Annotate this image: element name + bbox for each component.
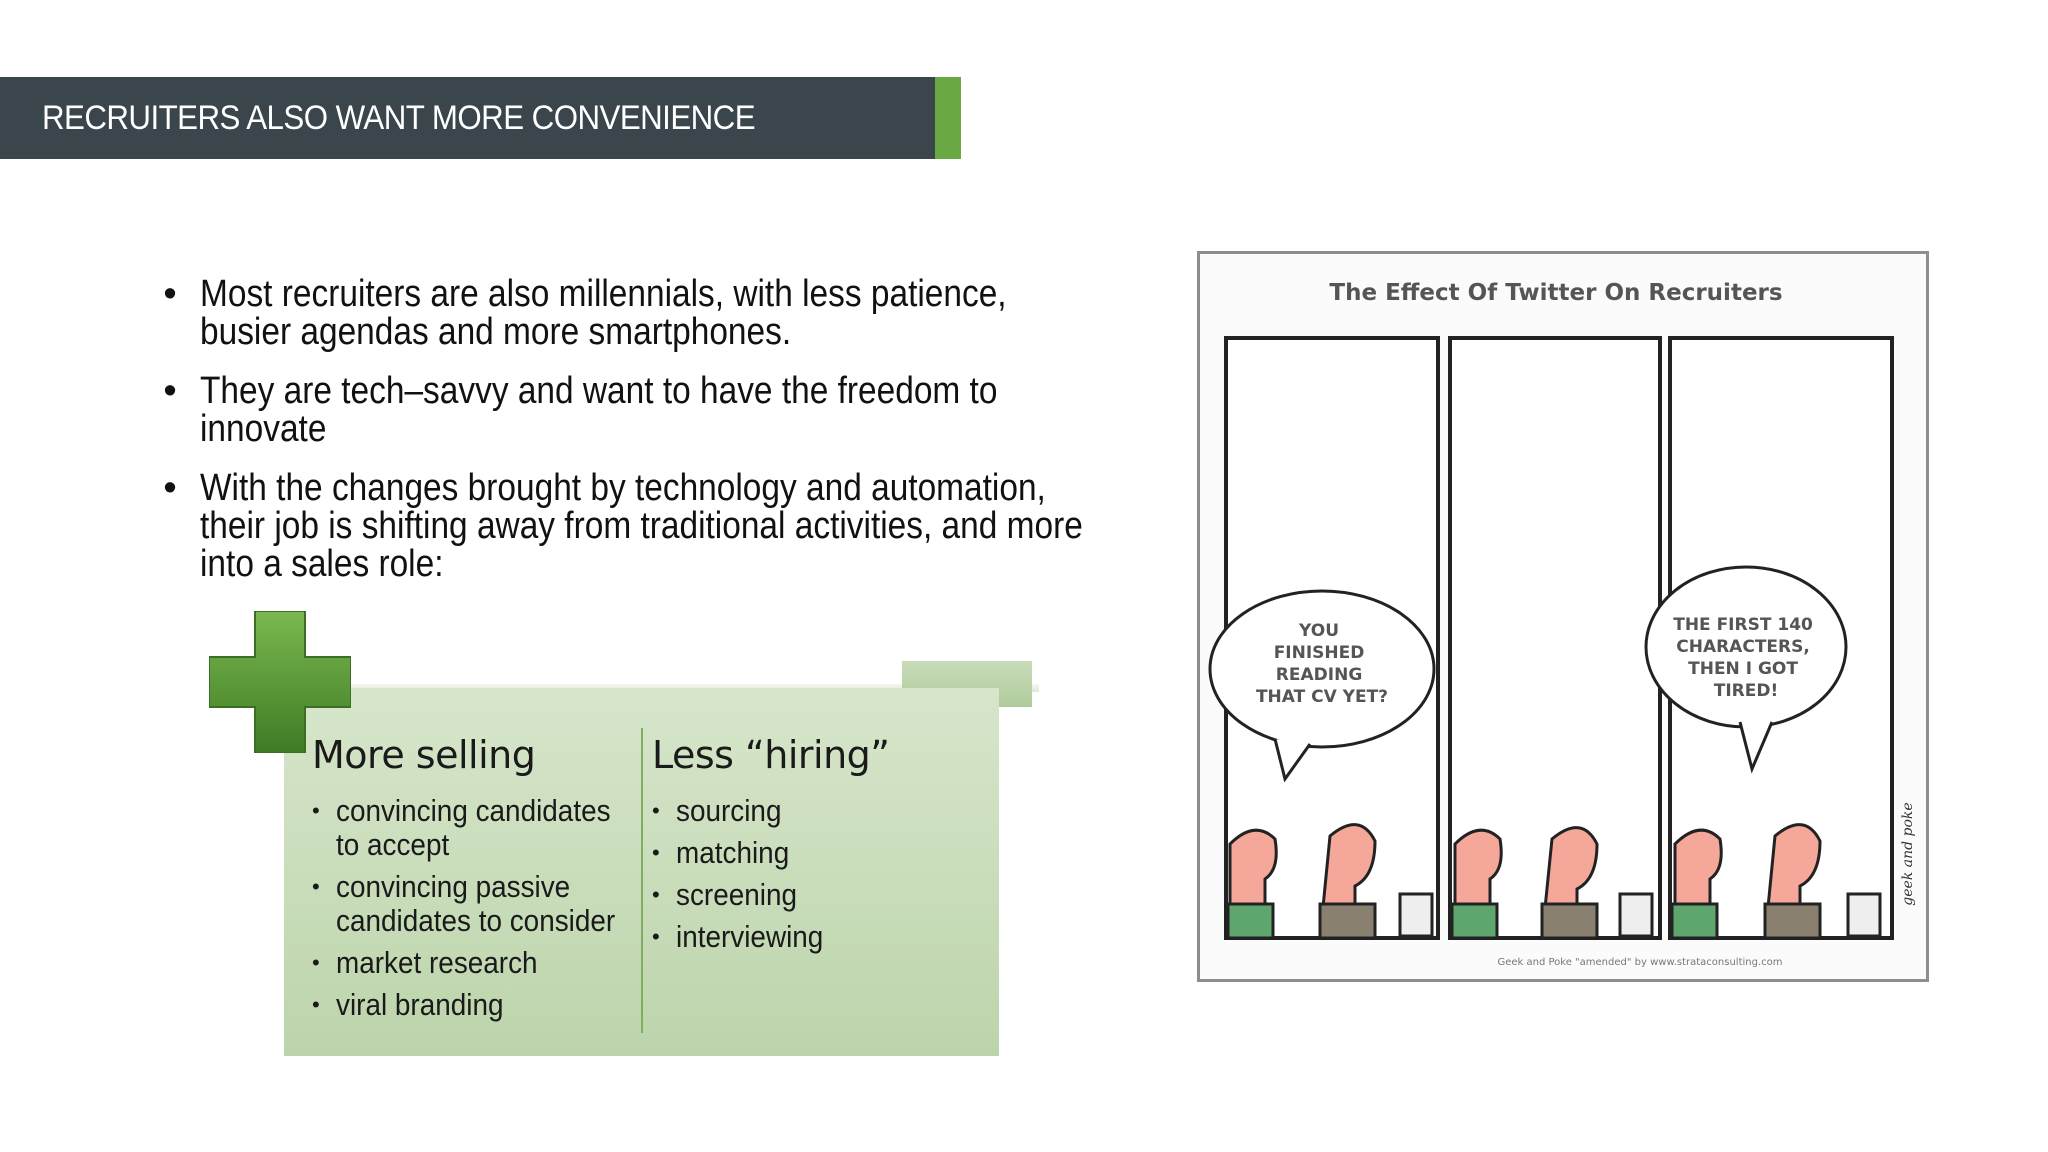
title-accent-bar <box>935 77 961 159</box>
bubble-line: THE FIRST 140 <box>1673 615 1813 635</box>
list-item: •matching <box>652 835 790 870</box>
slide-title: RECRUITERS ALSO WANT MORE CONVENIENCE <box>42 99 756 137</box>
list-item: •screening <box>652 877 797 912</box>
comic-characters <box>1226 823 1882 940</box>
main-bullet-list: •Most recruiters are also millennials, w… <box>158 275 1118 604</box>
list-item: •interviewing <box>652 919 824 954</box>
list-item: •market research <box>312 945 538 980</box>
bubble-line: YOU <box>1298 621 1339 641</box>
bubble-line: FINISHED <box>1274 643 1365 663</box>
comic-signature: geek and poke <box>1900 802 1916 905</box>
speech-bubble-right: THE FIRST 140 CHARACTERS, THEN I GOT TIR… <box>1644 565 1848 774</box>
list-item: •viral branding <box>312 987 504 1022</box>
column-divider <box>641 728 643 1033</box>
plus-icon <box>209 611 351 753</box>
bullet-item: •They are tech–savvy and want to have th… <box>163 370 998 450</box>
bullet-item: •Most recruiters are also millennials, w… <box>163 273 1007 353</box>
more-list: •convincing candidates to accept •convin… <box>312 794 632 1022</box>
list-item: •convincing candidates to accept <box>312 793 611 862</box>
less-list: •sourcing •matching •screening •intervie… <box>652 794 992 954</box>
list-item: •sourcing <box>652 793 782 828</box>
more-column: More selling •convincing candidates to a… <box>312 730 632 1030</box>
comic-strip: The Effect Of Twitter On Recruiters YOU … <box>1208 280 1916 968</box>
comic-image: The Effect Of Twitter On Recruiters YOU … <box>1197 251 1929 982</box>
title-bar: RECRUITERS ALSO WANT MORE CONVENIENCE <box>0 77 935 159</box>
bubble-line: THEN I GOT <box>1688 659 1798 679</box>
comic-credit: Geek and Poke "amended" by www.stratacon… <box>1497 957 1782 968</box>
comic-title: The Effect Of Twitter On Recruiters <box>1329 280 1782 306</box>
bubble-line: THAT CV YET? <box>1256 687 1388 707</box>
bubble-line: READING <box>1276 665 1362 685</box>
less-column: Less “hiring” •sourcing •matching •scree… <box>652 730 992 962</box>
svg-text:THE FIRST 140 CHARACTE: THE FIRST 140 CHARACTERS, THEN I GOT TIR… <box>1673 615 1819 701</box>
list-item: •convincing passive candidates to consid… <box>312 869 616 938</box>
speech-bubble-left: YOU FINISHED READING THAT CV YET? <box>1208 589 1436 783</box>
more-heading: More selling <box>312 733 536 777</box>
bubble-line: TIRED! <box>1714 681 1779 701</box>
less-heading: Less “hiring” <box>652 733 890 777</box>
bullet-item: •With the changes brought by technology … <box>163 467 1083 585</box>
svg-text:YOU FINISHED R: YOU FINISHED READING THAT CV YET? <box>1256 621 1388 707</box>
bubble-line: CHARACTERS, <box>1676 637 1810 657</box>
